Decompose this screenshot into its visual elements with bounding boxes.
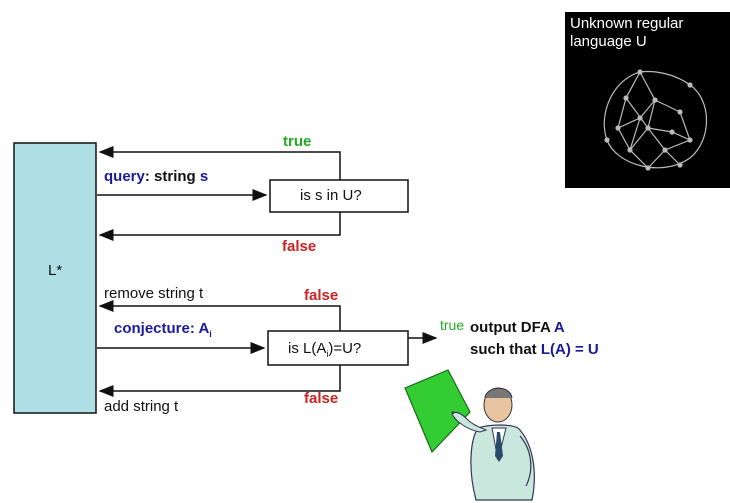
remove-string-label: remove string t [104,285,204,302]
add-string-label: add string t [104,398,179,415]
conjecture-text: conjecture: A [114,320,210,337]
teacher-with-board-icon [404,369,535,501]
output-variable: A [553,319,565,336]
conjecture-label: conjecture: Ai [114,320,212,339]
equivalence-box-suffix: )=U? [328,340,362,357]
equivalence-box-label: is L(Ai)=U? [288,340,361,359]
equivalence-true-label: true [440,317,465,333]
membership-box [269,179,409,213]
conjecture-subscript: i [209,329,212,339]
such-that-expression: L(A) = U [540,341,599,358]
output-label: output DFA A [470,319,565,336]
add-string-arrow [98,365,341,397]
oracle-title-line1: Unknown regular [570,15,684,32]
query-rest: : string [144,168,200,185]
membership-true-arrow [98,146,341,180]
remove-string-arrow [98,300,341,331]
equivalence-false-top-label: false [304,287,339,304]
output-prefix: output DFA [470,319,554,336]
query-label: query: string s [104,168,208,185]
learner-label: L* [48,262,63,279]
equivalence-box-prefix: is L(A [288,340,327,357]
equivalence-box [267,330,409,366]
learner-box [13,142,97,414]
such-that-label: such that L(A) = U [470,341,599,358]
membership-false-arrow [98,212,341,241]
query-keyword: query [104,168,145,185]
such-that-prefix: such that [470,341,541,358]
membership-true-label: true [283,133,312,150]
equivalence-box-subscript: i [326,349,329,359]
oracle-title-line2: language U [570,33,647,50]
equivalence-false-bottom-label: false [304,390,339,407]
query-variable: s [199,168,209,185]
automaton-graph-icon [603,69,708,171]
membership-box-label: is s in U? [300,187,362,204]
membership-false-label: false [282,238,317,255]
